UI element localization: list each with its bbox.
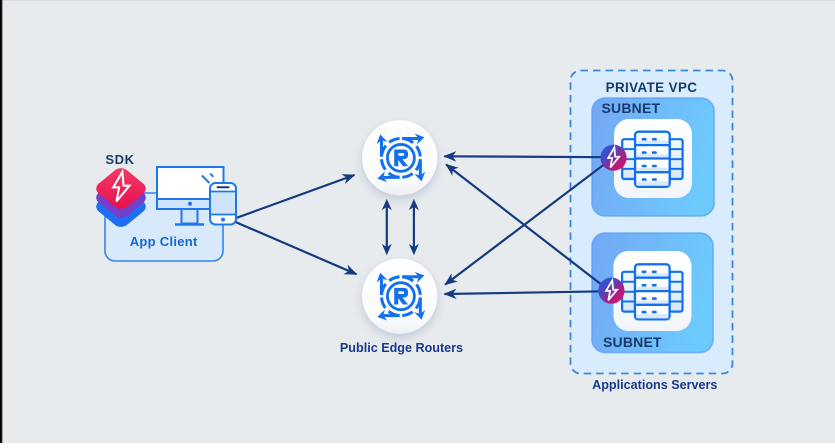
svg-text:PRIVATE VPC: PRIVATE VPC [606,80,698,95]
svg-text:SUBNET: SUBNET [602,100,661,116]
svg-text:Applications Servers: Applications Servers [592,378,717,392]
svg-text:App Client: App Client [130,234,198,249]
svg-text:Public Edge Routers: Public Edge Routers [340,341,463,355]
svg-text:SUBNET: SUBNET [603,334,662,350]
svg-text:SDK: SDK [105,152,134,167]
